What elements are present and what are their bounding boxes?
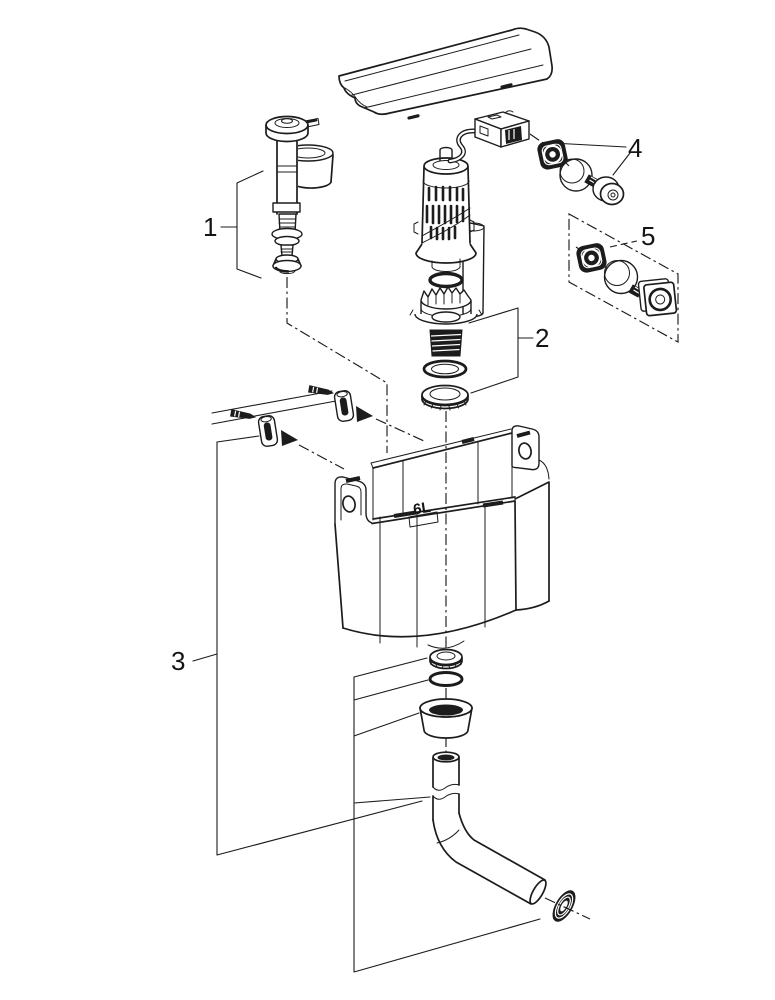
callout-4-label: 4 [628, 133, 642, 163]
wall-plug-icon [257, 415, 279, 447]
screw-icon [308, 385, 335, 395]
flush-valve-icon [409, 146, 485, 411]
callout-5: 5 [609, 221, 655, 251]
cistern-lid-icon [338, 27, 553, 120]
o-ring-icon [428, 671, 464, 687]
outlet-nut-icon [429, 648, 463, 670]
kit-boundary-panel [568, 213, 679, 343]
wall-plug-icon [333, 390, 355, 422]
actuation-cable-icon [447, 128, 479, 164]
callout-3: 3 [171, 441, 541, 973]
wall-fixing-set-icon [211, 385, 425, 470]
callout-4: 4 [551, 133, 642, 176]
assembly-arrow-icon [281, 430, 298, 446]
callout-3-label: 3 [171, 646, 185, 676]
callout-2: 2 [468, 307, 549, 394]
tank-capacity-label: 6L [412, 499, 432, 519]
outlet-parts [419, 648, 473, 739]
cone-gasket-icon [419, 698, 473, 739]
callout-1-label: 1 [203, 212, 217, 242]
flush-bend-pipe-icon [432, 751, 547, 905]
cable-box-icon [474, 110, 530, 148]
callout-5-label: 5 [641, 221, 655, 251]
round-button-kit-icon [537, 139, 625, 206]
cistern-tank-icon: 6L [334, 425, 550, 649]
screw-icon [230, 409, 257, 419]
fill-valve-icon [265, 115, 334, 275]
square-button-kit-icon [568, 213, 679, 343]
seal-axis [544, 897, 591, 920]
vent-slots [425, 185, 465, 241]
callout-2-label: 2 [535, 323, 549, 353]
callout-1: 1 [203, 170, 264, 279]
callouts: 1 2 3 4 5 [171, 133, 655, 973]
pipe-seal-icon [552, 890, 576, 922]
assembly-arrow-icon [356, 406, 373, 422]
centerlines [286, 133, 597, 754]
